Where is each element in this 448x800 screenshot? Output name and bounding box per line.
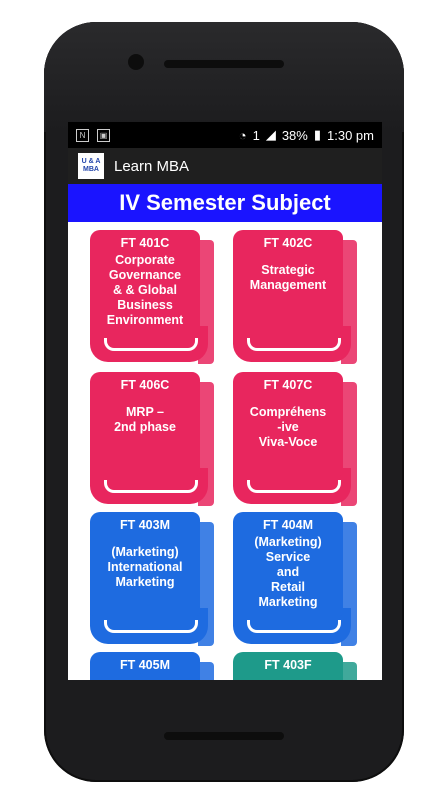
phone-frame: N ▣ ◔ 1 ◢ 38% ▮ 1:30 pm U & A MBA Learn … (44, 22, 404, 782)
book-pages (198, 662, 214, 680)
notification-n-icon: N (76, 128, 89, 142)
speaker-top (164, 60, 284, 68)
subject-code: FT 402C (263, 236, 313, 250)
subject-card[interactable]: FT 403F (233, 652, 357, 680)
image-notification-icon: ▣ (97, 128, 110, 142)
subject-title-line: Viva-Voce (258, 435, 318, 449)
subject-card[interactable]: FT 406C MRP –2nd phase (90, 372, 214, 508)
subject-title-line: Service (265, 550, 311, 564)
subject-title-line: Strategic (261, 263, 315, 277)
subject-title-line: (Marketing) (254, 535, 322, 549)
subject-title-line: 2nd phase (114, 420, 176, 434)
clock: 1:30 pm (327, 127, 374, 143)
sim-indicator: 1 (252, 127, 260, 143)
subject-title-line: and (276, 565, 300, 579)
subject-code: FT 403M (119, 518, 170, 532)
status-bar: N ▣ ◔ 1 ◢ 38% ▮ 1:30 pm (68, 122, 382, 148)
subject-title-line: Management (249, 278, 327, 292)
subject-title-line: (Marketing) (111, 545, 179, 559)
screen: N ▣ ◔ 1 ◢ 38% ▮ 1:30 pm U & A MBA Learn … (68, 122, 382, 680)
subject-title-line: Corporate (115, 253, 175, 267)
subject-title-line: MRP – (126, 405, 164, 419)
app-logo: U & A MBA (78, 153, 104, 179)
book-cover: FT 403F (233, 652, 343, 680)
subject-code: FT 407C (263, 378, 313, 392)
subject-title-line: International (107, 560, 183, 574)
book-cover: FT 406C MRP –2nd phase (90, 372, 200, 476)
subject-title-line: Governance (108, 268, 182, 282)
subject-code: FT 404M (262, 518, 313, 532)
subject-title-line: & & Global (113, 283, 177, 297)
subject-card[interactable]: FT 405M (90, 652, 214, 680)
subject-title-line: Retail (270, 580, 306, 594)
app-bar: U & A MBA Learn MBA (68, 148, 382, 184)
subject-title-line: Environment (106, 313, 184, 327)
subject-code: FT 403F (264, 658, 312, 672)
subject-title-line: Marketing (115, 575, 175, 589)
semester-banner: IV Semester Subject (68, 184, 382, 222)
battery-icon: ▮ (313, 127, 322, 142)
front-camera (128, 54, 144, 70)
subject-title-line: Marketing (258, 595, 318, 609)
speaker-bottom (164, 732, 284, 740)
subject-title-line: Compréhens (249, 405, 327, 419)
book-pages (341, 662, 357, 680)
subject-code: FT 401C (120, 236, 170, 250)
phone-sheen (44, 22, 404, 132)
subject-code: FT 406C (120, 378, 170, 392)
subject-title-line: Business (117, 298, 173, 312)
subject-title-line: -ive (277, 420, 299, 434)
book-cover: FT 405M (90, 652, 200, 680)
signal-icon: ◢ (265, 127, 276, 142)
subject-code: FT 405M (119, 658, 170, 672)
banner-title: IV Semester Subject (119, 190, 331, 215)
battery-percent: 38% (281, 127, 308, 143)
app-title: Learn MBA (114, 157, 190, 175)
wifi-icon: ◔ (238, 127, 247, 143)
